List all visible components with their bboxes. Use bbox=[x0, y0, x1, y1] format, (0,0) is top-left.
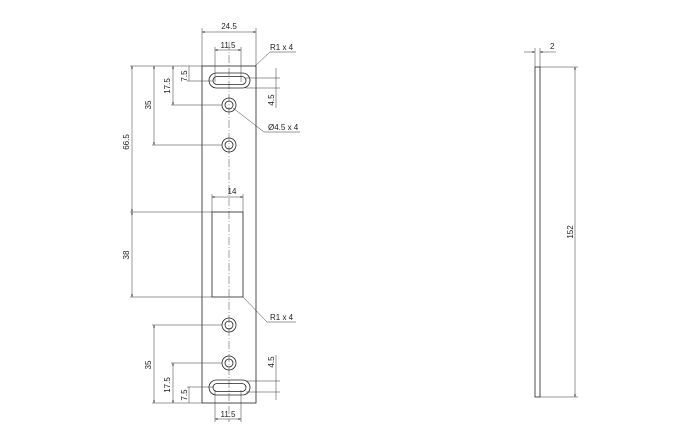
bottom-hole1-dim: 17.5 bbox=[163, 377, 172, 393]
slot-width-dim-top: 11.5 bbox=[221, 41, 237, 50]
radius-note-bottom: R1 x 4 bbox=[270, 313, 294, 322]
bottom-slot-dim: 7.5 bbox=[180, 389, 189, 401]
slot-width-dim-bottom: 11.5 bbox=[221, 410, 237, 419]
radius-note-top: R1 x 4 bbox=[270, 43, 294, 52]
top-hole2-dim: 35 bbox=[144, 100, 153, 109]
side-outline bbox=[534, 66, 541, 398]
bottom-hole2-dim: 35 bbox=[144, 360, 153, 369]
top-slot-height-dim: 4.5 bbox=[267, 94, 276, 106]
bottom-slot-height-dim: 4.5 bbox=[267, 356, 276, 368]
slot-top bbox=[208, 72, 251, 89]
cutout-height-dim: 38 bbox=[122, 250, 131, 259]
hole-note: Ø4.5 x 4 bbox=[268, 123, 299, 132]
front-view: 24.5 11.5 R1 x 4 Ø4.5 x 4 66.5 35 17.5 7… bbox=[122, 22, 300, 422]
slot-bottom bbox=[208, 379, 251, 396]
cutout-width-dim: 14 bbox=[228, 187, 237, 196]
width-dim: 24.5 bbox=[221, 22, 237, 31]
thickness-dim: 2 bbox=[550, 42, 555, 51]
slot-top-inner bbox=[212, 76, 247, 85]
top-slot-dim: 7.5 bbox=[180, 70, 189, 82]
top-hole1-dim: 17.5 bbox=[163, 78, 172, 94]
length-dim: 152 bbox=[566, 225, 575, 239]
slot-bottom-inner bbox=[212, 383, 247, 392]
top-total-dim: 66.5 bbox=[122, 134, 131, 150]
cutout bbox=[211, 211, 244, 298]
side-view: 2 152 bbox=[524, 42, 578, 398]
